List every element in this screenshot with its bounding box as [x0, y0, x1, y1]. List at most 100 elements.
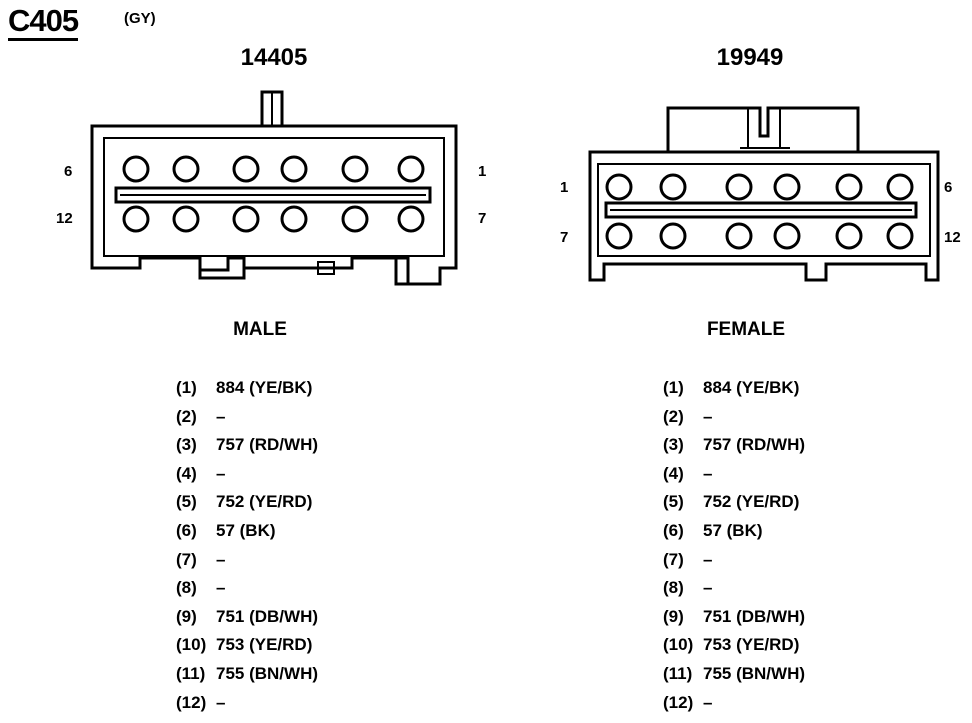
female-pin-row: (6) 57 (BK)	[663, 517, 805, 546]
female-part-number: 19949	[716, 44, 784, 71]
female-pin-cavity	[725, 222, 753, 250]
male-pin-number: (4)	[176, 463, 197, 483]
male-pin-wire: 755 (BN/WH)	[216, 663, 319, 683]
male-pin-wire: –	[216, 406, 226, 426]
male-center-slot	[114, 186, 432, 204]
female-pin-row: (1)884 (YE/BK)	[663, 374, 805, 403]
male-pin-row: (5)752 (YE/RD)	[176, 488, 318, 517]
male-connector-body	[90, 90, 458, 286]
female-pin-number: (11)	[663, 663, 693, 683]
female-pin-row: (7)–	[663, 546, 805, 575]
female-pin-row: (12)–	[663, 689, 805, 718]
female-pin-list: (1)884 (YE/BK)(2)–(3)757 (RD/WH)(4)–(5)7…	[663, 374, 805, 717]
female-pin-number: (12)	[663, 692, 694, 712]
female-lock-housing	[666, 106, 860, 152]
female-pin-label-top-left: 1	[560, 179, 569, 196]
female-pin-number: (2)	[663, 406, 684, 426]
male-pin-number: (11)	[176, 663, 206, 683]
female-pin-wire: –	[703, 406, 713, 426]
female-pin-wire: –	[703, 549, 713, 569]
male-pin-cavity	[122, 205, 150, 233]
male-pin-wire: –	[216, 578, 226, 598]
female-pin-wire: –	[703, 578, 713, 598]
male-pin-row: (4)–	[176, 460, 318, 489]
male-pin-wire: 752 (YE/RD)	[216, 492, 313, 512]
male-pin-cavities	[122, 155, 425, 233]
female-pin-number: (4)	[663, 463, 684, 483]
male-pin-wire: –	[216, 463, 226, 483]
female-pin-wire: 57 (BK)	[703, 520, 763, 540]
female-pin-row: (2)–	[663, 403, 805, 432]
female-pin-cavity	[773, 222, 801, 250]
female-pin-cavity	[725, 173, 753, 201]
female-pin-row: (5) 752 (YE/RD)	[663, 488, 805, 517]
male-pin-wire: 757 (RD/WH)	[216, 435, 319, 455]
female-pin-row: (8)–	[663, 574, 805, 603]
female-pin-wire: 757 (RD/WH)	[703, 435, 806, 455]
male-pin-row: (1)884 (YE/BK)	[176, 374, 318, 403]
male-pin-wire: –	[216, 692, 226, 712]
female-inner-shell	[597, 163, 931, 257]
male-pin-row: (3) 757 (RD/WH)	[176, 431, 318, 460]
male-pin-cavity	[341, 155, 369, 183]
male-pin-cavity	[341, 205, 369, 233]
connector-id: C405	[8, 4, 79, 41]
female-pin-wire: 755 (BN/WH)	[703, 663, 806, 683]
female-pin-number: (5)	[663, 492, 684, 512]
male-pin-number: (8)	[176, 578, 197, 598]
female-connector-body	[588, 106, 940, 282]
male-pin-list: (1)884 (YE/BK)(2)–(3)757 (RD/WH)(4)–(5)7…	[176, 374, 318, 717]
male-pin-number: (6)	[176, 520, 197, 540]
female-pin-wire: 751 (DB/WH)	[703, 606, 806, 626]
female-pin-cavity	[605, 222, 633, 250]
female-pin-cavity	[835, 222, 863, 250]
male-pin-row: (10) 753 (YE/RD)	[176, 631, 318, 660]
male-pin-row: (6) 57 (BK)	[176, 517, 318, 546]
male-pin-cavity	[172, 205, 200, 233]
male-pin-row: (8)–	[176, 574, 318, 603]
male-inner-shell	[103, 137, 445, 257]
female-pin-number: (9)	[663, 606, 684, 626]
female-pin-number: (10)	[663, 635, 694, 655]
female-pin-wire: 752 (YE/RD)	[703, 492, 800, 512]
male-pin-number: (2)	[176, 406, 197, 426]
male-pin-row: (11) 755 (BN/WH)	[176, 660, 318, 689]
female-pin-cavity	[659, 222, 687, 250]
male-pin-cavity	[397, 205, 425, 233]
male-pin-number: (10)	[176, 635, 207, 655]
male-pin-wire: 884 (YE/BK)	[216, 378, 313, 397]
female-pin-label-bottom-left: 7	[560, 229, 569, 246]
male-pin-wire: 751 (DB/WH)	[216, 606, 319, 626]
male-pin-number: (9)	[176, 606, 197, 626]
female-pin-number: (8)	[663, 578, 684, 598]
male-pin-number: (3)	[176, 435, 197, 455]
male-pin-row: (9) 751 (DB/WH)	[176, 603, 318, 632]
male-pin-cavity	[232, 155, 260, 183]
female-pin-number: (3)	[663, 435, 684, 455]
female-pin-cavity	[886, 222, 914, 250]
male-pin-cavity	[172, 155, 200, 183]
female-pin-cavity	[605, 173, 633, 201]
male-outer-shell	[90, 124, 458, 286]
female-pin-cavity	[835, 173, 863, 201]
male-pin-label-bottom-right: 7	[478, 210, 487, 227]
male-pin-row: (7)–	[176, 546, 318, 575]
male-pin-label-top-right: 1	[478, 163, 487, 180]
female-pin-cavity	[659, 173, 687, 201]
female-pin-number: (6)	[663, 520, 684, 540]
male-pin-label-bottom-left: 12	[56, 210, 73, 227]
female-pin-label-top-right: 6	[944, 179, 953, 196]
male-pin-cavity	[280, 205, 308, 233]
female-outer-shell	[588, 150, 940, 282]
female-pin-label-bottom-right: 12	[944, 229, 961, 246]
female-pin-row: (9) 751 (DB/WH)	[663, 603, 805, 632]
male-pin-row: (12)–	[176, 689, 318, 718]
female-pin-cavity	[773, 173, 801, 201]
male-label: MALE	[233, 319, 287, 340]
male-pin-wire: 57 (BK)	[216, 520, 276, 540]
male-pin-wire: 753 (YE/RD)	[216, 635, 313, 655]
female-pin-number: (1)	[663, 378, 684, 397]
male-pin-cavity	[397, 155, 425, 183]
female-pin-row: (10)753 (YE/RD)	[663, 631, 805, 660]
